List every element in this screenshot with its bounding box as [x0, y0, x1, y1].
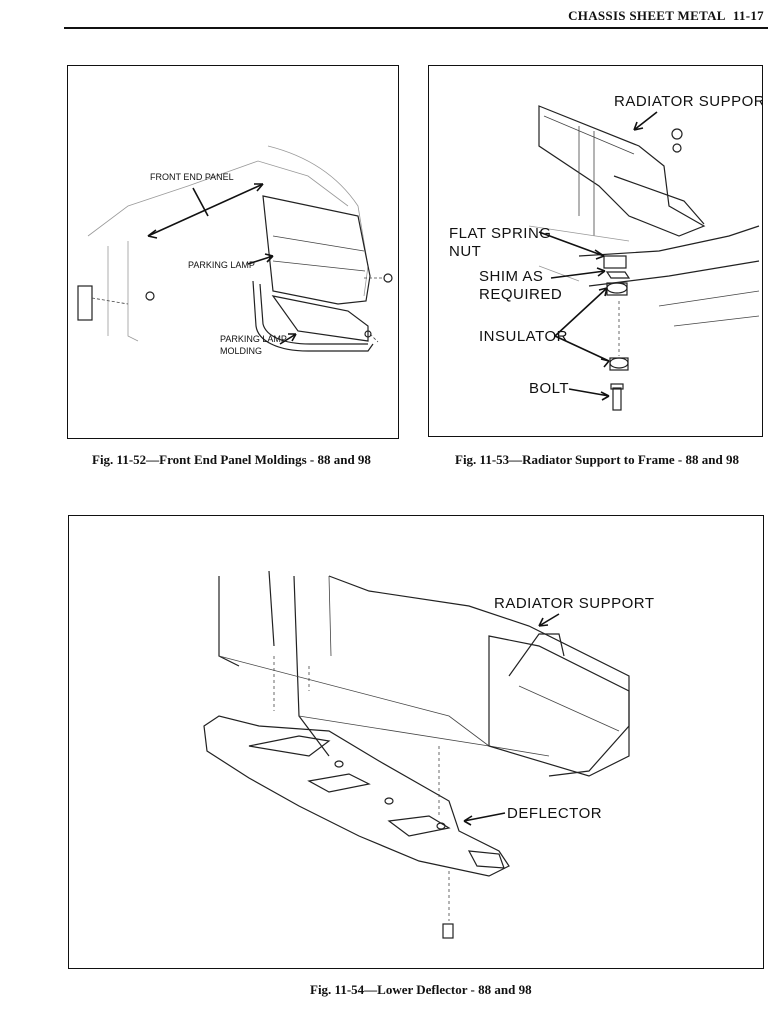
figure-11-52-caption: Fig. 11-52—Front End Panel Moldings - 88…: [92, 452, 371, 467]
label-deflector: DEFLECTOR: [507, 805, 602, 822]
figure-11-54-illustration: RADIATOR SUPPORT DEFLECTOR: [203, 570, 655, 939]
label-shim-2: REQUIRED: [479, 286, 562, 303]
figure-11-54-frame: RADIATOR SUPPORT DEFLECTOR: [68, 515, 764, 969]
label-bolt: BOLT: [529, 380, 569, 397]
label-shim-1: SHIM AS: [479, 268, 543, 285]
figure-11-52-illustration: FRONT END PANEL PARKING LAMP PARKING LAM…: [77, 145, 393, 356]
figure-11-53-illustration: RADIATOR SUPPORT FLAT SPRING NUT SHIM AS…: [449, 93, 762, 411]
figure-11-53-caption: Fig. 11-53—Radiator Support to Frame - 8…: [455, 452, 739, 467]
label-front-end-panel: FRONT END PANEL: [150, 172, 234, 182]
label-parking-lamp-molding-2: MOLDING: [220, 346, 262, 356]
header-rule: [64, 27, 768, 29]
figure-11-54-caption: Fig. 11-54—Lower Deflector - 88 and 98: [310, 982, 532, 997]
label-radiator-support: RADIATOR SUPPORT: [494, 595, 655, 612]
label-flat-spring-1: FLAT SPRING: [449, 225, 551, 242]
section-title: CHASSIS SHEET METAL: [568, 8, 726, 23]
label-parking-lamp: PARKING LAMP: [188, 260, 255, 270]
label-radiator-support: RADIATOR SUPPORT: [614, 93, 762, 110]
page-number: 11-17: [732, 8, 764, 23]
figure-11-52-frame: FRONT END PANEL PARKING LAMP PARKING LAM…: [67, 65, 399, 439]
label-insulator: INSULATOR: [479, 328, 568, 345]
figure-11-53-frame: RADIATOR SUPPORT FLAT SPRING NUT SHIM AS…: [428, 65, 763, 437]
label-flat-spring-2: NUT: [449, 243, 481, 260]
header-title: CHASSIS SHEET METAL 11-17: [568, 8, 764, 24]
label-parking-lamp-molding-1: PARKING LAMP: [220, 334, 287, 344]
